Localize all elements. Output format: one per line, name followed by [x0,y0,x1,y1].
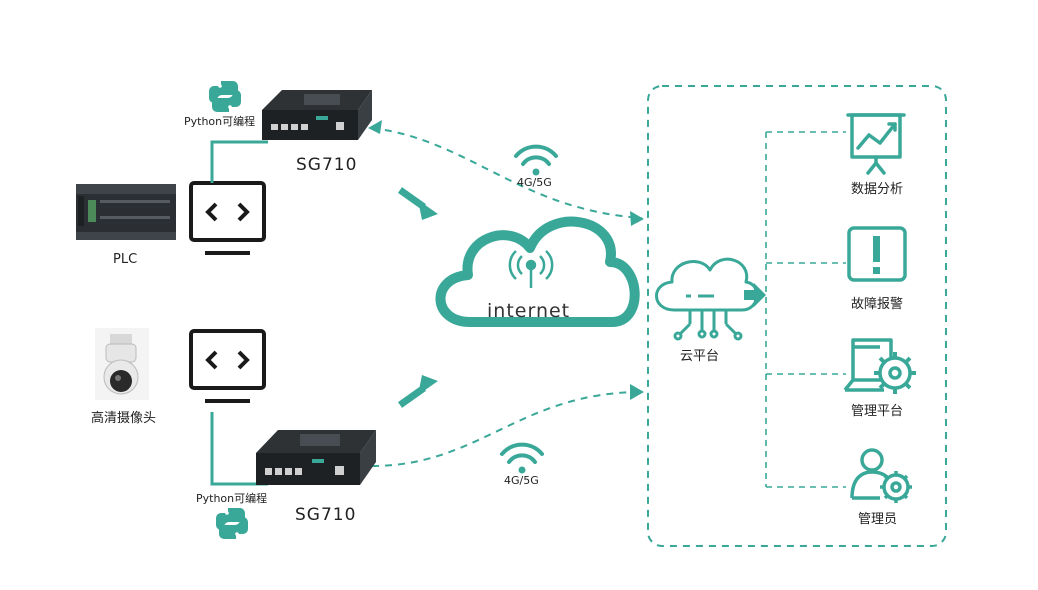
cloud-platform-frame [647,85,947,547]
plc-device-image [76,184,176,240]
service-connector-lines [765,131,846,488]
arrow-top-to-internet [397,187,438,220]
service-label-administrator: 管理员 [858,512,898,527]
platform-arrow-icon [744,283,766,307]
link-top-arrowhead-left [368,120,382,134]
internet-cloud-icon [435,216,640,327]
cloud-platform-label: 云平台 [680,349,720,364]
link-top-arrowhead-right [630,211,644,226]
python-top-label: Python可编程 [184,115,256,128]
arrow-bottom-to-internet [397,375,438,408]
python-bottom-label: Python可编程 [196,492,268,505]
plc-label: PLC [113,252,138,267]
code-monitor-top-icon [189,181,266,255]
service-label-data-analysis: 数据分析 [851,182,904,197]
python-logo-bottom-icon [216,508,248,539]
laptop-gear-icon [843,338,916,394]
alert-icon [847,226,907,282]
service-label-fault-alarm: 故障报警 [851,297,904,312]
wireless-bottom-label: 4G/5G [504,474,539,487]
code-monitor-bottom-icon [189,329,266,403]
chart-board-icon [846,113,906,175]
gateway-top-label: SG710 [296,155,358,175]
wifi-bottom-icon [500,442,544,474]
link-bottom-dashed [371,391,643,467]
wifi-top-icon [514,144,558,176]
gateway-bottom-label: SG710 [295,505,357,525]
antenna-icon [508,250,554,288]
cloud-platform-icon [655,257,759,341]
link-monitor-top [210,140,268,183]
user-gear-icon [850,448,912,503]
camera-label: 高清摄像头 [91,411,157,426]
wireless-top-label: 4G/5G [517,176,552,189]
link-top-dashed [371,127,643,219]
service-label-management-platform: 管理平台 [851,404,904,419]
camera-device-image [95,328,149,400]
internet-label: internet [487,300,571,322]
link-bottom-arrowhead-right [630,384,644,400]
link-monitor-bottom [210,412,268,486]
python-logo-top-icon [209,81,241,112]
gateway-bottom-image [256,430,376,485]
gateway-top-image [262,90,372,140]
